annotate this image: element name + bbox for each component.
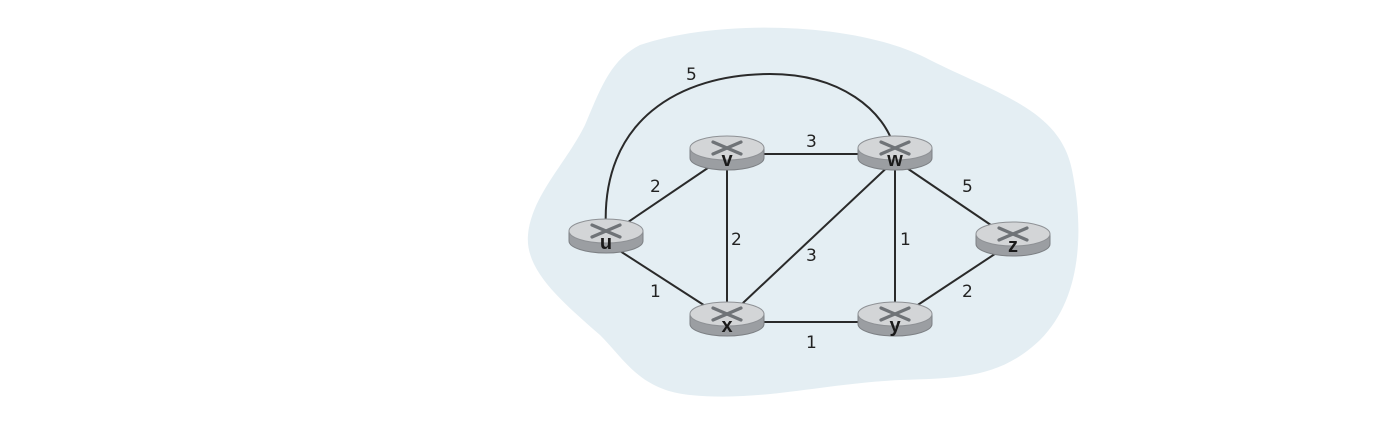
router-icon (857, 301, 933, 337)
router-icon (975, 221, 1051, 257)
router-icon (689, 301, 765, 337)
edge-cost-w-z: 5 (962, 177, 973, 197)
router-label-y: y (889, 315, 901, 337)
edge-u-w (604, 72, 896, 231)
edge-cost-u-v: 2 (650, 177, 661, 197)
router-w[interactable]: w (857, 135, 933, 171)
edge-cost-w-y: 1 (900, 230, 911, 250)
edge-cost-x-y: 1 (806, 333, 817, 353)
router-arrows-icon (879, 140, 911, 156)
router-icon (568, 218, 644, 254)
router-arrows-icon (711, 140, 743, 156)
router-arrows-icon (711, 306, 743, 322)
edge-cost-y-z: 2 (962, 282, 973, 302)
router-u[interactable]: u (568, 218, 644, 254)
router-z[interactable]: z (975, 221, 1051, 257)
router-label-v: v (721, 149, 733, 171)
edge-cost-u-x: 1 (650, 282, 661, 302)
router-label-w: w (886, 149, 903, 171)
routers: u v w x y z (568, 135, 1051, 337)
edge-labels: 5 2 1 3 2 3 1 5 1 2 (650, 65, 973, 353)
router-y[interactable]: y (857, 301, 933, 337)
network-cloud (527, 27, 1079, 397)
edge-w-x (726, 159, 896, 319)
router-x[interactable]: x (689, 301, 765, 337)
router-arrows-icon (997, 226, 1029, 242)
router-icon (689, 135, 765, 171)
edge-cost-u-w: 5 (686, 65, 697, 85)
router-label-x: x (721, 315, 732, 337)
edge-cost-v-x: 2 (731, 230, 742, 250)
router-arrows-icon (590, 223, 622, 239)
router-v[interactable]: v (689, 135, 765, 171)
router-label-u: u (600, 232, 612, 254)
edge-cost-v-w: 3 (806, 132, 817, 152)
router-icon (857, 135, 933, 171)
router-arrows-icon (879, 306, 911, 322)
edge-cost-w-x: 3 (806, 246, 817, 266)
router-label-z: z (1008, 235, 1018, 257)
